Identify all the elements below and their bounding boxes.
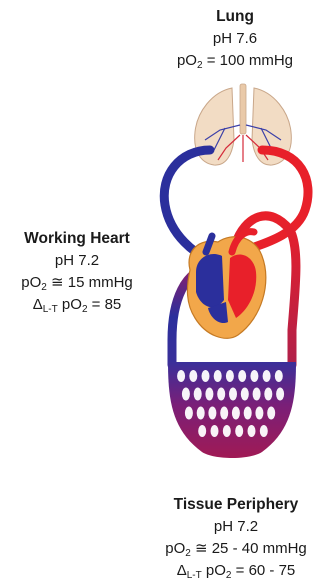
- capillary-gap: [226, 370, 234, 382]
- capillary-gap: [177, 370, 185, 382]
- capillary-gap: [255, 407, 263, 420]
- tissue-delta-po2: ΔL-T pO2 = 60 - 75: [150, 560, 322, 582]
- capillary-gap: [260, 425, 268, 437]
- capillary-gap: [264, 388, 272, 401]
- tissue-ph: pH 7.2: [150, 516, 322, 538]
- heart-po2: pO2 ≅ 15 mmHg: [2, 272, 152, 294]
- capillary-gap: [211, 425, 219, 437]
- lung-ph: pH 7.6: [150, 28, 320, 50]
- capillary-gap: [248, 425, 256, 437]
- capillary-gap: [220, 407, 228, 420]
- heart-graphic: [187, 232, 265, 339]
- capillary-gap: [263, 370, 271, 382]
- capillary-gap: [223, 425, 231, 437]
- capillary-gap: [197, 407, 205, 420]
- capillary-gap: [241, 388, 249, 401]
- capillary-gap: [198, 425, 206, 437]
- capillary-gap: [185, 407, 193, 420]
- capillary-gap: [202, 370, 210, 382]
- capillary-gap: [253, 388, 261, 401]
- heart-ph: pH 7.2: [2, 250, 152, 272]
- heart-delta-po2: ΔL-T pO2 = 85: [2, 294, 152, 316]
- tissue-po2: pO2 ≅ 25 - 40 mmHg: [150, 538, 322, 560]
- capillary-gap: [217, 388, 225, 401]
- capillary-gap: [208, 407, 216, 420]
- tissue-title: Tissue Periphery: [150, 494, 322, 516]
- capillary-gap: [189, 370, 197, 382]
- capillary-bed: [168, 362, 296, 458]
- working-heart-label: Working Heart pH 7.2 pO2 ≅ 15 mmHg ΔL-T …: [2, 228, 152, 316]
- tissue-periphery-label: Tissue Periphery pH 7.2 pO2 ≅ 25 - 40 mm…: [150, 494, 322, 582]
- lung-po2: pO2 = 100 mmHg: [150, 50, 320, 72]
- capillary-gap: [238, 370, 246, 382]
- capillary-gap: [267, 407, 275, 420]
- capillary-gap: [205, 388, 213, 401]
- lung-label: Lung pH 7.6 pO2 = 100 mmHg: [150, 6, 320, 72]
- capillary-gap: [214, 370, 222, 382]
- capillary-gap: [194, 388, 202, 401]
- capillary-gap: [229, 388, 237, 401]
- lung-title: Lung: [150, 6, 320, 28]
- capillary-gap: [232, 407, 240, 420]
- capillary-gap: [275, 370, 283, 382]
- capillary-gap: [235, 425, 243, 437]
- heart-title: Working Heart: [2, 228, 152, 250]
- capillary-gap: [276, 388, 284, 401]
- capillary-gap: [244, 407, 252, 420]
- capillary-gap: [250, 370, 258, 382]
- capillary-gap: [182, 388, 190, 401]
